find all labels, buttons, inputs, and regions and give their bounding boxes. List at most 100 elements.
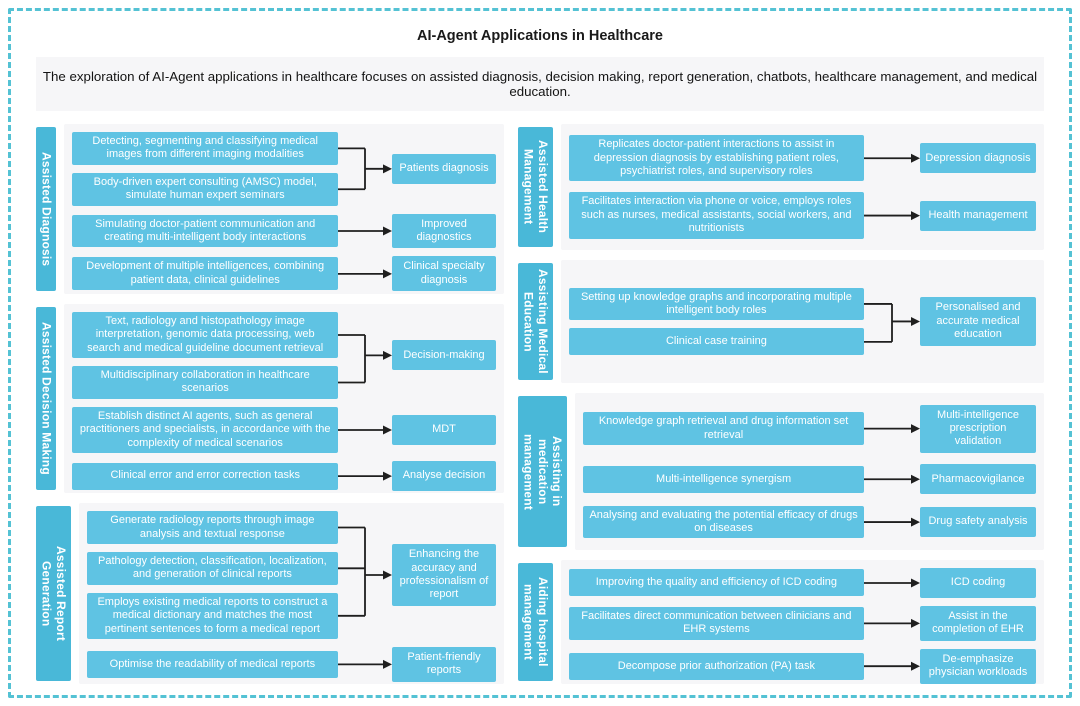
dashed-border-frame <box>8 8 1072 698</box>
source-box: Facilitates direct communication between… <box>568 606 864 640</box>
section-label-assisted-health-management: Assisted Health Management <box>518 127 553 247</box>
section-assisted-diagnosis: Assisted Diagnosis Detecting, segmenting… <box>36 124 504 294</box>
source-box: Analysing and evaluating the potential e… <box>583 505 864 539</box>
source-stack: Multi-intelligence synergism <box>583 465 864 493</box>
source-box: Establish distinct AI agents, such as ge… <box>72 406 338 454</box>
source-box: Multidisciplinary collaboration in healt… <box>72 366 338 399</box>
source-stack: Replicates doctor-patient interactions t… <box>568 135 864 182</box>
source-stack: Generate radiology reports through image… <box>86 511 338 639</box>
source-stack: Setting up knowledge graphs and incorpor… <box>568 287 864 356</box>
flow-group: Development of multiple intelligences, c… <box>72 256 496 292</box>
section-label-assisted-report-generation: Assisted Report Generation <box>36 506 71 681</box>
source-box: Replicates doctor-patient interactions t… <box>568 135 864 182</box>
source-box: Body-driven expert consulting (AMSC) mod… <box>72 172 338 206</box>
flow-group: Generate radiology reports through image… <box>86 511 496 639</box>
source-box: Facilitates interaction via phone or voi… <box>568 192 864 239</box>
result-box: Patient-friendly reports <box>392 646 496 682</box>
result-box: Multi-intelligence prescription validati… <box>920 404 1036 453</box>
result-box: MDT <box>392 415 496 445</box>
result-box: Patients diagnosis <box>392 153 496 184</box>
section-panel: Generate radiology reports through image… <box>78 503 504 684</box>
section-panel: Knowledge graph retrieval and drug infor… <box>575 393 1044 550</box>
section-assisting-medical-education: Assisting Medical Education Setting up k… <box>518 259 1044 384</box>
section-label-assisted-diagnosis: Assisted Diagnosis <box>36 127 57 291</box>
source-box: Development of multiple intelligences, c… <box>72 257 338 291</box>
flow-group: Optimise the readability of medical repo… <box>86 646 496 682</box>
flow-group: Improving the quality and efficiency of … <box>568 567 1036 598</box>
diagram-title: AI-Agent Applications in Healthcare <box>417 28 663 44</box>
result-box: Health management <box>920 200 1036 231</box>
result-box: Pharmacovigilance <box>920 464 1036 495</box>
result-box: Clinical specialty diagnosis <box>392 256 496 292</box>
source-stack: Clinical error and error correction task… <box>72 462 338 490</box>
section-assisted-health-management: Assisted Health Management Replicates do… <box>518 124 1044 250</box>
source-box: Clinical error and error correction task… <box>72 462 338 490</box>
flow-group: Establish distinct AI agents, such as ge… <box>72 406 496 454</box>
flow-group: Analysing and evaluating the potential e… <box>583 505 1036 539</box>
source-stack: Establish distinct AI agents, such as ge… <box>72 406 338 454</box>
source-box: Generate radiology reports through image… <box>86 511 338 544</box>
result-box: De-emphasize physician workloads <box>920 648 1036 684</box>
flow-group: Multi-intelligence synergism Pharmacovig… <box>583 464 1036 495</box>
source-stack: Facilitates direct communication between… <box>568 606 864 640</box>
flow-group: Clinical error and error correction task… <box>72 461 496 492</box>
source-box: Decompose prior authorization (PA) task <box>568 652 864 680</box>
source-box: Knowledge graph retrieval and drug infor… <box>583 412 864 446</box>
left-column: Assisted Diagnosis Detecting, segmenting… <box>36 124 504 684</box>
source-box: Multi-intelligence synergism <box>583 465 864 493</box>
source-box: Simulating doctor-patient communication … <box>72 214 338 248</box>
source-stack: Text, radiology and histopathology image… <box>72 311 338 399</box>
section-panel: Detecting, segmenting and classifying me… <box>64 124 504 294</box>
source-stack: Facilitates interaction via phone or voi… <box>568 192 864 239</box>
result-box: Analyse decision <box>392 461 496 492</box>
section-panel: Setting up knowledge graphs and incorpor… <box>560 259 1044 384</box>
source-box: Clinical case training <box>568 328 864 356</box>
source-stack: Knowledge graph retrieval and drug infor… <box>583 412 864 446</box>
section-label-assisted-decision-making: Assisted Decision Making <box>36 306 57 491</box>
result-box: ICD coding <box>920 567 1036 598</box>
source-stack: Optimise the readability of medical repo… <box>86 650 338 678</box>
section-label-aiding-hospital-management: Aiding hospital management <box>518 562 553 681</box>
section-panel: Text, radiology and histopathology image… <box>64 303 504 494</box>
source-box: Setting up knowledge graphs and incorpor… <box>568 287 864 321</box>
source-stack: Analysing and evaluating the potential e… <box>583 505 864 539</box>
source-box: Detecting, segmenting and classifying me… <box>72 132 338 165</box>
flow-group: Decompose prior authorization (PA) task … <box>568 648 1036 684</box>
section-label-assisting-medical-education: Assisting Medical Education <box>518 262 553 381</box>
source-stack: Detecting, segmenting and classifying me… <box>72 132 338 206</box>
flow-group: Simulating doctor-patient communication … <box>72 213 496 249</box>
source-box: Text, radiology and histopathology image… <box>72 311 338 359</box>
source-stack: Decompose prior authorization (PA) task <box>568 652 864 680</box>
diagram-subtitle: The exploration of AI-Agent applications… <box>36 57 1044 111</box>
result-box: Improved diagnostics <box>392 213 496 249</box>
result-box: Assist in the completion of EHR <box>920 605 1036 641</box>
right-column: Assisted Health Management Replicates do… <box>518 124 1044 684</box>
section-label-assisting-in-medication-management: Assisting in medication management <box>518 396 568 547</box>
diagram-body: Assisted Diagnosis Detecting, segmenting… <box>36 124 1044 684</box>
flow-group: Replicates doctor-patient interactions t… <box>568 135 1036 182</box>
section-panel: Improving the quality and efficiency of … <box>560 559 1044 684</box>
healthcare-ai-diagram: AI-Agent Applications in Healthcare The … <box>8 8 1072 698</box>
result-box: Decision-making <box>392 340 496 371</box>
result-box: Drug safety analysis <box>920 507 1036 538</box>
source-box: Optimise the readability of medical repo… <box>86 650 338 678</box>
flow-group: Knowledge graph retrieval and drug infor… <box>583 404 1036 453</box>
flow-group: Facilitates direct communication between… <box>568 605 1036 641</box>
source-stack: Simulating doctor-patient communication … <box>72 214 338 248</box>
source-box: Improving the quality and efficiency of … <box>568 569 864 597</box>
section-aiding-hospital-management: Aiding hospital management Improving the… <box>518 559 1044 684</box>
section-assisted-report-generation: Assisted Report Generation Generate radi… <box>36 503 504 684</box>
source-stack: Development of multiple intelligences, c… <box>72 257 338 291</box>
section-panel: Replicates doctor-patient interactions t… <box>560 124 1044 250</box>
flow-group: Text, radiology and histopathology image… <box>72 311 496 399</box>
section-assisted-decision-making: Assisted Decision Making Text, radiology… <box>36 303 504 494</box>
source-box: Pathology detection, classification, loc… <box>86 551 338 585</box>
flow-group: Detecting, segmenting and classifying me… <box>72 132 496 206</box>
flow-group: Setting up knowledge graphs and incorpor… <box>568 287 1036 356</box>
result-box: Personalised and accurate medical educat… <box>920 297 1036 346</box>
flow-group: Facilitates interaction via phone or voi… <box>568 192 1036 239</box>
source-stack: Improving the quality and efficiency of … <box>568 569 864 597</box>
result-box: Enhancing the accuracy and professionali… <box>392 544 496 606</box>
section-assisting-in-medication-management: Assisting in medication management Knowl… <box>518 393 1044 550</box>
source-box: Employs existing medical reports to cons… <box>86 592 338 639</box>
